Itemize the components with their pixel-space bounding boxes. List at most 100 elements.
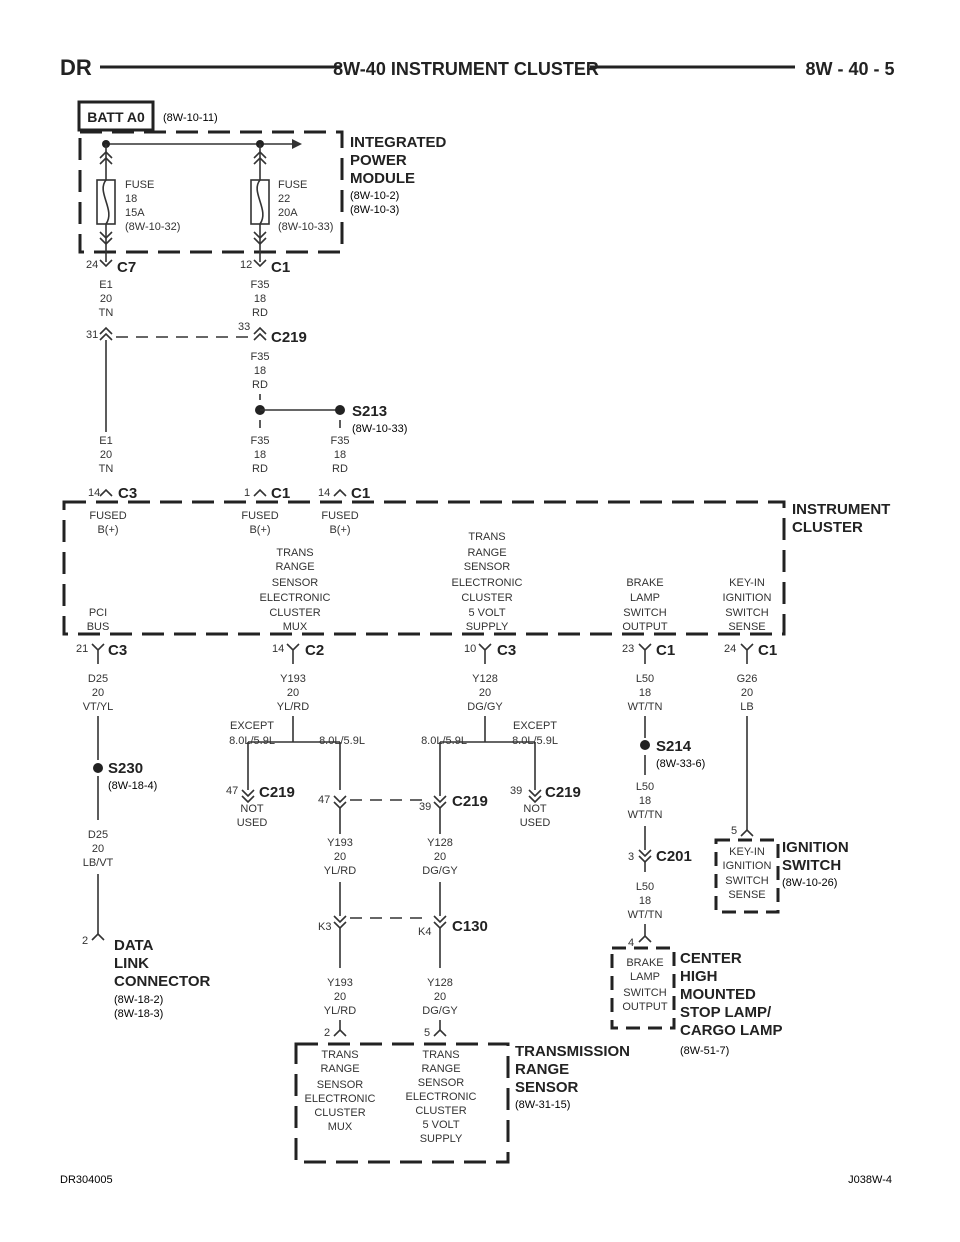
connector-icon: [286, 643, 300, 664]
svg-text:RANGE: RANGE: [320, 1063, 359, 1075]
cluster-name-1: INSTRUMENT: [792, 501, 890, 518]
batt-box: [77, 100, 155, 132]
wire-label-y193a: Y193 20 YL/RD: [277, 673, 309, 713]
svg-text:SENSE: SENSE: [728, 621, 765, 633]
dlc-ref-2: (8W-18-3): [114, 1008, 163, 1020]
fuse22-l3: 20A: [278, 207, 298, 219]
connector-icon: [91, 932, 105, 941]
dlc-name-3: CONNECTOR: [114, 973, 211, 990]
b-c2-connector: C2: [305, 642, 324, 659]
trs-ref: (8W-31-15): [515, 1099, 570, 1111]
connector-icon: [433, 795, 447, 810]
svg-text:YL/RD: YL/RD: [277, 701, 309, 713]
svg-text:KEY-IN: KEY-IN: [729, 846, 765, 858]
fuse18-element-icon: [102, 179, 110, 225]
svg-text:TRANS: TRANS: [422, 1049, 459, 1061]
svg-text:FUSED: FUSED: [89, 510, 126, 522]
wire-label-y128c: Y128 20 DG/GY: [422, 977, 458, 1017]
c1a-connector: C1: [271, 259, 290, 276]
fuse18-l1: FUSE: [125, 179, 154, 191]
dlc-name-2: LINK: [114, 955, 149, 972]
c130-k4: K4: [418, 926, 431, 938]
s214-ref: (8W-33-6): [656, 758, 705, 770]
batt-label: BATT A0: [87, 109, 145, 125]
svg-text:18: 18: [639, 895, 651, 907]
fuse22-l2: 22: [278, 193, 290, 205]
c130-k3: K3: [318, 921, 331, 933]
chm-name-2: HIGH: [680, 968, 718, 985]
connector-icon: [99, 259, 113, 268]
svg-text:G26: G26: [737, 673, 758, 685]
c130-connector: C130: [452, 918, 488, 935]
svg-text:Y128: Y128: [427, 977, 453, 989]
svg-text:F35: F35: [251, 351, 270, 363]
connector-icon: [740, 828, 754, 837]
svg-text:Y193: Y193: [327, 977, 353, 989]
b-c2-pin: 14: [272, 643, 284, 655]
svg-text:FUSED: FUSED: [321, 510, 358, 522]
ic-c1a-connector: C1: [271, 485, 290, 502]
svg-text:VT/YL: VT/YL: [83, 701, 114, 713]
ipm-name-2: POWER: [350, 152, 407, 169]
svg-text:MUX: MUX: [328, 1121, 353, 1133]
svg-text:SENSE: SENSE: [728, 889, 765, 901]
svg-text:20: 20: [479, 687, 491, 699]
svg-text:PCI: PCI: [89, 607, 107, 619]
svg-text:ELECTRONIC: ELECTRONIC: [452, 577, 523, 589]
ign-name-2: SWITCH: [782, 857, 841, 874]
c219-39a-pin: 39: [419, 801, 431, 813]
svg-text:DG/GY: DG/GY: [422, 865, 458, 877]
svg-text:TN: TN: [99, 463, 114, 475]
svg-text:E1: E1: [99, 279, 112, 291]
connector-icon: [333, 488, 347, 497]
svg-text:CLUSTER: CLUSTER: [314, 1107, 365, 1119]
svg-text:USED: USED: [237, 817, 268, 829]
footer-right: J038W-4: [848, 1174, 892, 1186]
svg-text:E1: E1: [99, 435, 112, 447]
c1a-pin: 12: [240, 259, 252, 271]
svg-text:SENSOR: SENSOR: [272, 577, 319, 589]
svg-text:5 VOLT: 5 VOLT: [422, 1119, 459, 1131]
connector-icon: [99, 326, 113, 341]
connector-icon: [333, 795, 347, 810]
svg-text:WT/TN: WT/TN: [628, 701, 663, 713]
option-eng-b: 8.0L/5.9L: [421, 735, 467, 747]
bus-arrow-icon: [292, 139, 302, 149]
svg-text:SUPPLY: SUPPLY: [466, 621, 509, 633]
ipm-name-3: MODULE: [350, 170, 415, 187]
c201-connector: C201: [656, 848, 692, 865]
svg-text:RANGE: RANGE: [275, 561, 314, 573]
svg-text:IGNITION: IGNITION: [723, 860, 772, 872]
wire-label-f35c: F35 18 RD: [251, 435, 270, 475]
svg-text:KEY-IN: KEY-IN: [729, 577, 765, 589]
connector-icon: [253, 231, 267, 246]
ign-ref: (8W-10-26): [782, 877, 837, 889]
ign-inner: KEY-IN IGNITION SWITCH SENSE: [723, 846, 772, 901]
connector-icon: [333, 1028, 347, 1037]
connector-icon: [253, 259, 267, 268]
s213-ref: (8W-10-33): [352, 423, 407, 435]
svg-text:IGNITION: IGNITION: [723, 592, 772, 604]
connector-icon: [91, 643, 105, 664]
b-c3b-connector: C3: [497, 642, 516, 659]
svg-text:USED: USED: [520, 817, 551, 829]
connector-icon: [478, 643, 492, 664]
connector-icon: [253, 150, 267, 165]
fuse22-l1: FUSE: [278, 179, 307, 191]
wire-label-y128a: Y128 20 DG/GY: [467, 673, 503, 713]
svg-text:DG/GY: DG/GY: [467, 701, 503, 713]
svg-text:20: 20: [334, 851, 346, 863]
cluster-fused-1: FUSED B(+): [89, 510, 126, 536]
svg-text:20: 20: [100, 293, 112, 305]
svg-text:SENSOR: SENSOR: [317, 1079, 364, 1091]
svg-text:5 VOLT: 5 VOLT: [468, 607, 505, 619]
connector-icon: [638, 934, 652, 943]
svg-text:RANGE: RANGE: [421, 1063, 460, 1075]
wire-label-d25a: D25 20 VT/YL: [83, 673, 114, 713]
s230-node: [93, 763, 103, 773]
svg-text:SWITCH: SWITCH: [623, 607, 666, 619]
svg-text:B(+): B(+): [249, 524, 270, 536]
b-c3-connector: C3: [108, 642, 127, 659]
option-eng-a: 8.0L/5.9L: [319, 735, 365, 747]
